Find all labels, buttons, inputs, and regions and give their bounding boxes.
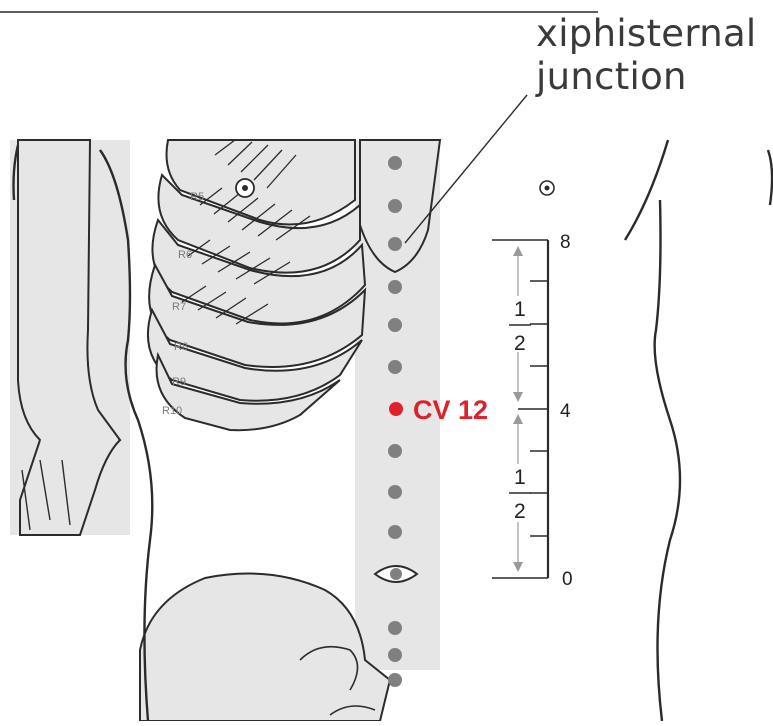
rib-label-r5: R5 — [190, 191, 204, 203]
nipple-icon-right — [540, 181, 554, 195]
rib-label-r8: R8 — [174, 341, 188, 353]
cv-point[interactable] — [388, 318, 402, 332]
cv-point[interactable] — [388, 525, 402, 539]
measurement-scale — [492, 240, 548, 578]
upper-fraction-numerator: 1 — [514, 298, 526, 321]
cv12-point[interactable] — [389, 402, 403, 416]
rib-label-r7: R7 — [172, 301, 186, 313]
scale-value-top: 8 — [560, 232, 571, 253]
cv-point[interactable] — [388, 648, 402, 662]
cv-point[interactable] — [388, 360, 402, 374]
cv12-label: CV 12 — [413, 395, 488, 425]
cv-point[interactable] — [388, 237, 402, 251]
scale-value-middle: 4 — [560, 401, 571, 422]
callout-label-line2: junction — [536, 58, 687, 95]
cv-point[interactable] — [388, 673, 402, 687]
nipple-icon-left — [236, 179, 254, 197]
cv-point[interactable] — [388, 444, 402, 458]
cv-point[interactable] — [388, 485, 402, 499]
rib-label-r6: R6 — [178, 249, 192, 261]
callout-label-line1: xiphisternal — [536, 15, 757, 52]
rib-label-r10: R10 — [162, 405, 182, 417]
cv-point[interactable] — [388, 199, 402, 213]
scale-value-bottom: 0 — [562, 569, 573, 590]
upper-fraction-denominator: 2 — [514, 332, 526, 355]
lower-fraction-denominator: 2 — [514, 500, 526, 523]
pelvis-bone — [140, 574, 390, 721]
cv-point[interactable] — [388, 280, 402, 294]
lower-fraction-numerator: 1 — [514, 466, 526, 489]
rib-label-r9: R9 — [172, 376, 186, 388]
cv-point[interactable] — [388, 156, 402, 170]
cv-point[interactable] — [388, 621, 402, 635]
